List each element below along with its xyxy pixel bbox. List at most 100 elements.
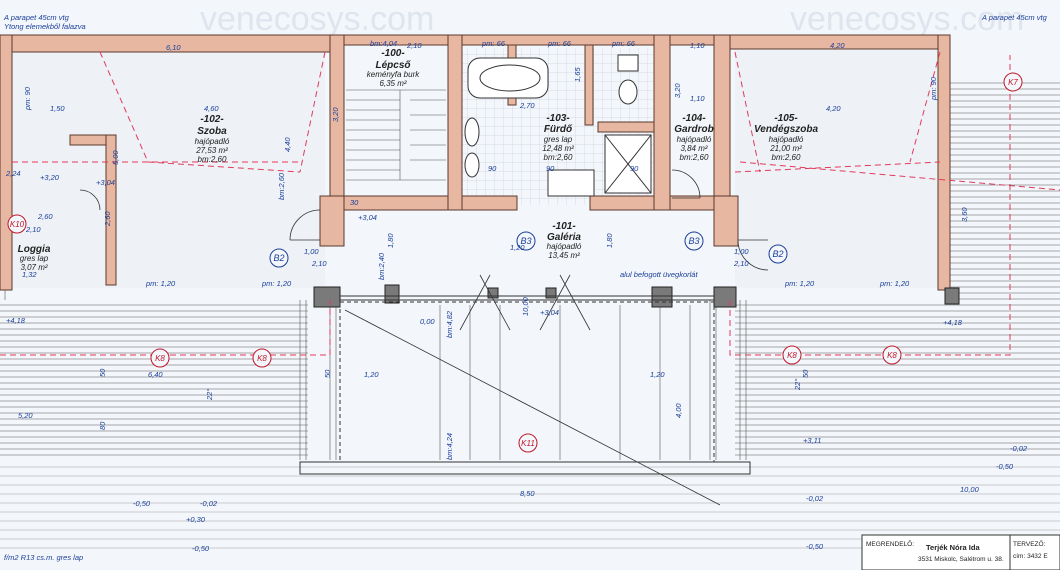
level: -0,02 [200,499,218,508]
dimension: 2,10 [733,259,749,268]
room-floor: hajópadló [195,137,230,146]
rafter-lines [299,300,747,460]
roof-slope-right [735,300,1060,460]
level: +3,20 [40,173,60,182]
room-number: -105- [774,113,798,124]
mark-k10: K10 [7,214,27,234]
dimension: 1,00 [734,247,749,256]
level: +3,04 [540,308,559,317]
mark-label: B2 [772,249,783,259]
room-area: 6,35 m² [379,79,406,88]
dimension: 4,60 [204,104,219,113]
dimension: pm: 1,20 [261,279,292,288]
gallery-railing [299,295,751,475]
stair-treads [346,89,446,181]
note-glass-railing: alul befogott üvegkorlát [620,270,698,279]
dimension: 22° [205,389,214,401]
level: +3,11 [803,436,821,445]
dimension: 1,20 [650,370,665,379]
dimension: 2,24 [5,169,21,178]
dimension: 1,20 [510,243,525,252]
mark-label: K8 [155,354,165,363]
dimension: 5,00 [111,150,120,165]
note-parapet-material: Ytong elemekből falazva [4,22,86,31]
room-area: 12,48 m² [542,144,574,153]
room-floor: hajópadló [769,135,804,144]
room-area: 13,45 m² [548,251,580,260]
room-label-gallery: -101- Galéria hajópadló 13,45 m² [547,221,582,260]
room-area: 21,00 m² [769,144,802,153]
roof-slope-left [0,300,308,460]
room-label-wardrobe: -104- Gardrob hajópadló 3,84 m² bm:2,60 [674,113,713,162]
dimension: 6,10 [166,43,181,52]
dimension: 1,65 [573,67,582,82]
room-name: Szoba [197,126,227,137]
mark-label: K10 [10,220,25,229]
client-name: Terjék Nóra Ida [926,543,980,552]
room-height: bm:2,60 [772,153,801,162]
mark-b3: B3 [516,231,536,251]
level: -0,50 [996,462,1014,471]
client-label: MEGRENDELŐ: [866,539,914,548]
mark-k8: K8 [150,348,170,368]
roof-slope-right-upper [950,80,1060,300]
room-label-stair: -100- Lépcső keményfa burk 6,35 m² [367,48,420,88]
note-bottom-left: f/m2 R13 cs.m. gres lap [4,553,83,562]
dimension: 2,10 [25,225,41,234]
dimension: bm:4,04 [370,39,397,48]
door-swings [79,169,769,271]
mark-b2: B2 [768,244,788,264]
dimension: pm: 66 [481,39,506,48]
room-number: -101- [552,221,576,232]
dimension: 4,20 [826,104,841,113]
room-name: Gardrob [674,124,713,135]
level: +3,04 [96,178,115,187]
dimension: 90 [488,164,497,173]
dimension: 1,80 [386,233,395,248]
dimension: 1,00 [304,247,319,256]
level: +0,30 [186,515,206,524]
level: +4,18 [943,318,963,327]
mark-k11: K11 [518,433,538,453]
dimension: 2,60 [37,212,53,221]
dimension: 50 [323,369,332,378]
dimension: 1,10 [690,41,705,50]
dimension: pm: 1,20 [879,279,910,288]
room-area: 3,07 m² [20,263,47,272]
dimension: 90 [630,164,639,173]
dimension: 90 [546,164,555,173]
dimension: 50 [801,369,810,378]
level: -0,50 [133,499,151,508]
room-label-loggia: Loggia gres lap 3,07 m² [18,244,51,272]
room-label-bath: -103- Fürdő gres lap 12,48 m² bm:2,60 [542,113,574,162]
note-parapet-right: A parapet 45cm vtg [981,13,1048,22]
dimension: 1,20 [364,370,379,379]
dimension: bm:4,24 [445,433,454,460]
stair-arrows [344,274,721,506]
room-name: Lépcső [375,60,411,71]
room-number: -100- [381,48,405,59]
room-area: 3,84 m² [680,144,707,153]
dimension: 2,70 [519,101,535,110]
mark-label: B3 [688,236,699,246]
mark-k8: K8 [882,345,902,365]
designer-label: TERVEZŐ: [1013,539,1046,548]
mark-k8: K8 [782,345,802,365]
dimension: 3,20 [673,83,682,98]
mark-label: K8 [787,351,797,360]
client-address: 3531 Miskolc, Salétrom u. 38. [918,556,1004,563]
designer-address: cím: 3432 E [1013,553,1048,560]
level: -0,02 [806,494,824,503]
room-height: bm:2,60 [680,153,709,162]
room-name: Fürdő [544,124,573,135]
mark-k8: K8 [252,348,272,368]
mark-b2: B2 [269,248,289,268]
dimension: pm: 90 [929,76,938,101]
room-floor: hajópadló [547,242,582,251]
dimension: pm: 1,20 [784,279,815,288]
dimension: 8,50 [520,489,535,498]
room-floor: keményfa burk [367,70,420,79]
dimension: 22° [793,379,802,391]
level: +4,18 [6,316,26,325]
dimension: 10,00 [521,296,530,316]
